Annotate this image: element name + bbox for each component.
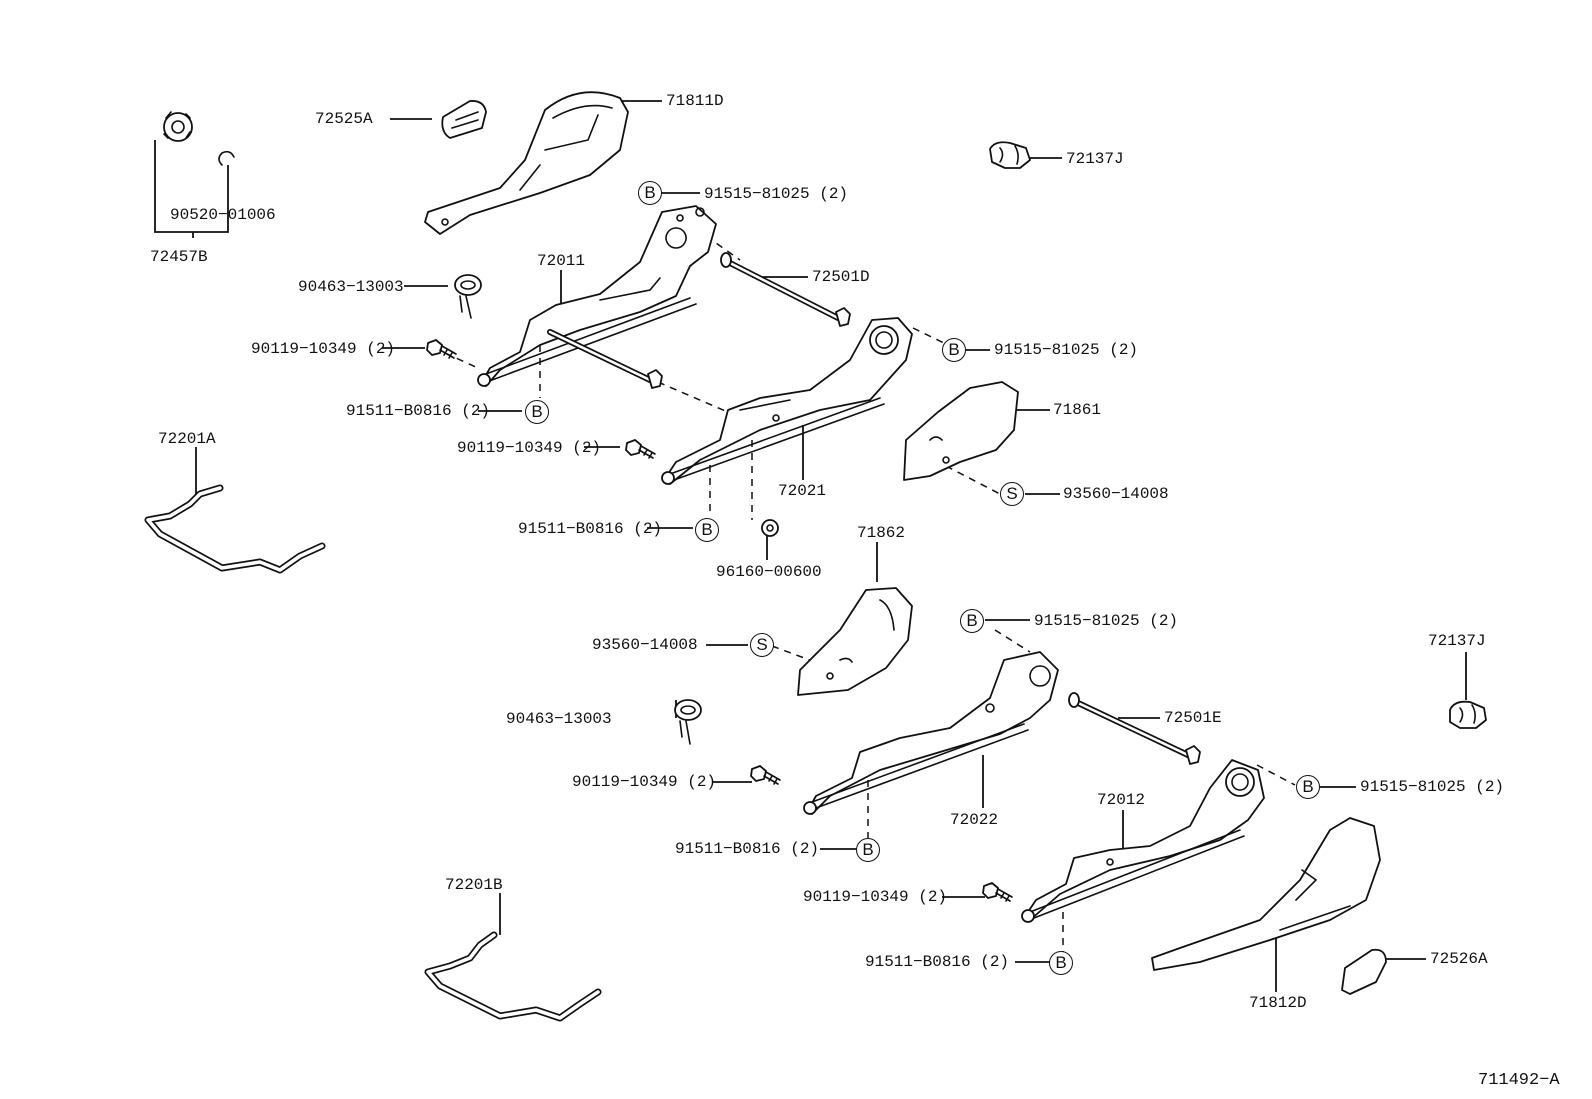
part-label-90119-a: 90119−10349 (2) <box>251 340 396 358</box>
part-label-72021: 72021 <box>778 482 827 500</box>
part-label-72022: 72022 <box>950 811 999 829</box>
part-label-72012: 72012 <box>1097 791 1146 809</box>
dashed-connectors <box>444 235 1296 952</box>
marker-s: S <box>1000 482 1024 506</box>
part-label-91511-b: 91511−B0816 (2) <box>518 520 663 538</box>
seat-track-72011 <box>477 205 717 387</box>
part-label-90119-b: 90119−10349 (2) <box>457 439 602 457</box>
part-label-90463-a: 90463−13003 <box>298 278 404 296</box>
wire-72201A <box>144 484 326 574</box>
part-label-72501D: 72501D <box>812 268 870 286</box>
part-label-90463-b: 90463−13003 <box>506 710 612 728</box>
part-label-71862: 71862 <box>857 524 906 542</box>
diagram-id: 711492−A <box>1478 1071 1560 1090</box>
part-label-72201B: 72201B <box>445 876 503 894</box>
part-label-90119-c: 90119−10349 (2) <box>572 773 717 791</box>
part-label-72137J-right: 72137J <box>1428 632 1486 650</box>
part-label-96160: 96160−00600 <box>716 563 822 581</box>
marker-b: B <box>942 338 966 362</box>
part-label-91515-d: 91515−81025 (2) <box>1360 778 1505 796</box>
marker-s: S <box>750 633 774 657</box>
part-label-91515-b: 91515−81025 (2) <box>994 341 1139 359</box>
part-label-71812D: 71812D <box>1249 994 1307 1012</box>
part-label-93560-b: 93560−14008 <box>592 636 698 654</box>
part-label-72137J-top: 72137J <box>1066 150 1124 168</box>
part-label-72526A: 72526A <box>1430 950 1488 968</box>
part-label-72201A: 72201A <box>158 430 216 448</box>
clip-96160 <box>761 519 779 537</box>
bolt-90119-b <box>625 439 656 459</box>
part-label-71811D: 71811D <box>666 92 724 110</box>
cover-71861 <box>903 381 1019 481</box>
leader-lines <box>154 100 1467 992</box>
seat-track-72021 <box>661 317 913 485</box>
marker-b: B <box>695 518 719 542</box>
clip-90463-a <box>454 274 482 319</box>
seat-track-72012 <box>1021 759 1265 923</box>
shield-71811D <box>424 91 629 235</box>
part-label-71861: 71861 <box>1053 401 1102 419</box>
cross-rod-72501D <box>547 252 851 389</box>
wire-72201B <box>424 931 602 1022</box>
part-label-72457B: 72457B <box>150 248 208 266</box>
part-label-72011: 72011 <box>537 252 586 270</box>
marker-b: B <box>856 838 880 862</box>
clip-90520 <box>218 150 235 166</box>
marker-b: B <box>525 400 549 424</box>
knob-72457B <box>163 111 193 142</box>
part-label-91515-a: 91515−81025 (2) <box>704 185 849 203</box>
part-label-91511-d: 91511−B0816 (2) <box>865 953 1010 971</box>
part-label-91511-a: 91511−B0816 (2) <box>346 402 491 420</box>
part-label-90520: 90520−01006 <box>170 206 276 224</box>
part-label-91511-c: 91511−B0816 (2) <box>675 840 820 858</box>
cover-71862 <box>797 587 913 696</box>
knob-cover-72525A <box>441 100 487 139</box>
bolt-90119-d <box>982 882 1013 902</box>
knob-72137J-right <box>1449 700 1487 729</box>
part-label-93560-a: 93560−14008 <box>1063 485 1169 503</box>
seat-track-72022 <box>803 651 1059 815</box>
clip-90463-b <box>674 699 702 745</box>
bolt-90119-a <box>426 339 457 359</box>
knob-cover-72526A <box>1341 948 1387 995</box>
part-label-72501E: 72501E <box>1164 709 1222 727</box>
bolt-90119-c <box>750 765 781 785</box>
shield-71812D <box>1151 817 1381 971</box>
marker-b: B <box>960 609 984 633</box>
cross-rod-72501E <box>1068 692 1201 765</box>
knob-72137J-top <box>989 141 1031 169</box>
marker-b: B <box>1296 775 1320 799</box>
marker-b: B <box>638 181 662 205</box>
marker-b: B <box>1049 951 1073 975</box>
part-label-91515-c: 91515−81025 (2) <box>1034 612 1179 630</box>
part-label-72525A: 72525A <box>315 110 373 128</box>
part-label-90119-d: 90119−10349 (2) <box>803 888 948 906</box>
